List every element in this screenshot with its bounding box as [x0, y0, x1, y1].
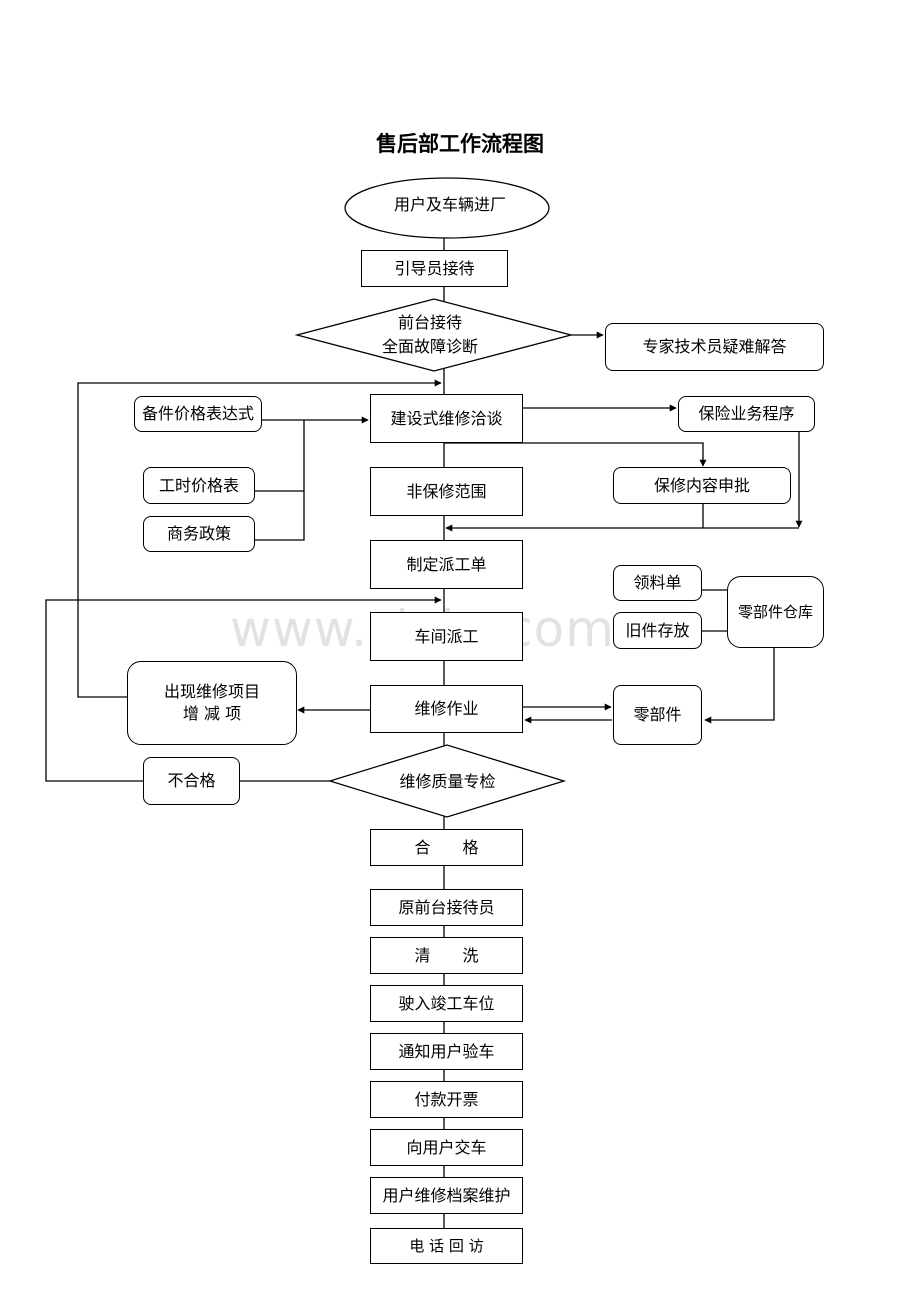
node-parts-warehouse: 零部件仓库	[727, 576, 824, 648]
node-repair-negotiation: 建设式维修洽谈	[370, 394, 523, 443]
node-notify-user-inspect: 通知用户验车	[370, 1033, 523, 1070]
node-repair-work: 维修作业	[370, 685, 523, 733]
node-unqualified: 不合格	[143, 757, 240, 805]
node-old-parts-storage: 旧件存放	[613, 612, 702, 649]
node-front-desk: 前台接待 全面故障诊断	[381, 313, 478, 356]
node-guide-reception: 引导员接待	[361, 250, 508, 287]
node-work-order: 制定派工单	[370, 540, 523, 589]
node-quality-check: 维修质量专检	[399, 772, 496, 791]
node-payment-invoice: 付款开票	[370, 1081, 523, 1118]
node-cleaning: 清 洗	[370, 937, 523, 974]
node-repair-items-change: 出现维修项目 增 减 项	[127, 661, 297, 745]
node-labor-price-list: 工时价格表	[143, 467, 255, 504]
node-qualified: 合 格	[370, 829, 523, 866]
node-record-maintenance: 用户维修档案维护	[370, 1177, 523, 1214]
node-requisition-form: 领料单	[613, 565, 702, 601]
node-parts: 零部件	[613, 685, 702, 745]
node-workshop-dispatch: 车间派工	[370, 612, 523, 661]
node-business-policy: 商务政策	[143, 516, 255, 552]
node-user-vehicle-entry: 用户及车辆进厂	[393, 195, 506, 214]
node-insurance-procedure: 保险业务程序	[678, 396, 815, 432]
node-warranty-approval: 保修内容申批	[613, 467, 791, 504]
node-deliver-to-user: 向用户交车	[370, 1129, 523, 1166]
node-phone-followup: 电 话 回 访	[370, 1228, 523, 1264]
node-drive-to-completion: 驶入竣工车位	[370, 985, 523, 1022]
node-expert-answer: 专家技术员疑难解答	[605, 323, 824, 371]
node-non-warranty: 非保修范围	[370, 467, 523, 516]
node-parts-price-form: 备件价格表达式	[134, 396, 262, 432]
node-original-receptionist: 原前台接待员	[370, 889, 523, 926]
page-title: 售后部工作流程图	[376, 131, 544, 156]
